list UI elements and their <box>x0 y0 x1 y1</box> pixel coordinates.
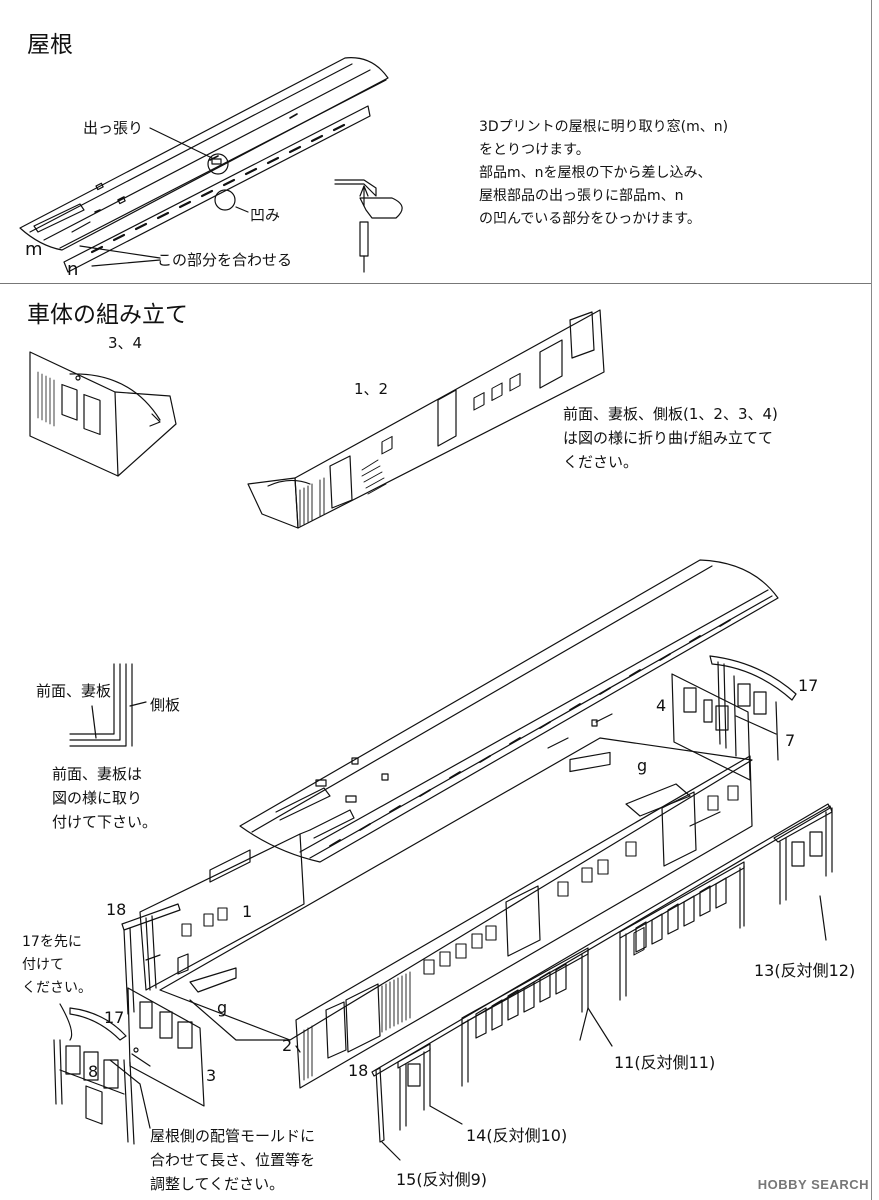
label-parts-3-4: 3、4 <box>108 334 143 352</box>
note-17-first: 17を先に 付けて ください。 <box>22 931 92 1000</box>
roof-desc-line: をとりつけます。 <box>479 142 590 158</box>
note-17-line: 17を先に <box>22 934 82 950</box>
note-17-line: ください。 <box>22 980 92 996</box>
inset-front-label: 前面、妻板 <box>36 682 112 700</box>
label-align: この部分を合わせる <box>157 251 293 269</box>
part-label-1: 1 <box>242 902 253 921</box>
parts-1-2-drawing <box>247 309 605 529</box>
part-label-g-left: g <box>217 998 228 1017</box>
right-margin-line <box>871 0 872 1200</box>
body-desc-line: 前面、妻板、側板(1、2、3、4) <box>563 405 778 423</box>
inset-side-label: 側板 <box>150 696 181 714</box>
label-projection: 出っ張り <box>83 119 144 137</box>
note-pipe-line: 調整してください。 <box>150 1175 285 1193</box>
inset-note: 前面、妻板は 図の様に取り 付けて下さい。 <box>52 762 157 834</box>
parts-3-4-drawing <box>29 351 177 477</box>
part-label-11: 11(反対側11) <box>614 1053 716 1072</box>
section-divider <box>0 283 871 284</box>
inset-note-line: 図の様に取り <box>52 789 143 807</box>
roof-piece-drawing <box>19 57 389 273</box>
note-pipe-line: 屋根側の配管モールドに <box>150 1127 316 1145</box>
roof-desc-line: 屋根部品の出っ張りに部品m、n <box>479 188 684 204</box>
label-parts-1-2: 1、2 <box>354 380 389 398</box>
roof-desc-line: の凹んでいる部分をひっかけます。 <box>479 211 701 227</box>
part-label-2: 2 <box>282 1036 293 1055</box>
part-label-13: 13(反対側12) <box>754 961 856 980</box>
corner-inset-drawing <box>69 663 147 747</box>
part-label-14: 14(反対側10) <box>466 1126 568 1145</box>
note-pipe-line: 合わせて長さ、位置等を <box>150 1151 316 1169</box>
label-recess: 凹み <box>250 206 281 224</box>
note-pipe: 屋根側の配管モールドに 合わせて長さ、位置等を 調整してください。 <box>150 1124 315 1196</box>
part-label-17-right: 17 <box>798 676 819 695</box>
part-label-18-left: 18 <box>106 900 127 919</box>
roof-desc-line: 部品m、nを屋根の下から差し込み、 <box>479 165 712 181</box>
part-label-n: n <box>67 259 79 280</box>
part-label-4: 4 <box>656 696 667 715</box>
roof-description: 3Dプリントの屋根に明り取り窓(m、n) をとりつけます。 部品m、nを屋根の下… <box>479 116 728 231</box>
body-desc-line: ください。 <box>563 453 639 471</box>
part-label-7: 7 <box>785 731 796 750</box>
watermark-logo: HOBBY SEARCH <box>757 1177 869 1192</box>
part-label-3: 3 <box>206 1066 217 1085</box>
hook-detail-drawing <box>334 179 403 273</box>
part-label-m: m <box>25 239 43 260</box>
body-desc-line: は図の様に折り曲げ組み立てて <box>563 429 774 447</box>
roof-section-title: 屋根 <box>27 32 73 58</box>
note-17-line: 付けて <box>22 957 64 973</box>
car-body-drawing <box>53 559 833 1161</box>
body-section-title: 車体の組み立て <box>27 302 188 328</box>
part-label-18-right: 18 <box>348 1061 369 1080</box>
body-description: 前面、妻板、側板(1、2、3、4) は図の様に折り曲げ組み立てて ください。 <box>563 402 778 474</box>
part-label-g-right: g <box>637 756 648 775</box>
inset-note-line: 付けて下さい。 <box>52 813 158 831</box>
part-label-8: 8 <box>88 1062 99 1081</box>
part-label-15: 15(反対側9) <box>396 1170 488 1189</box>
roof-desc-line: 3Dプリントの屋根に明り取り窓(m、n) <box>479 119 729 135</box>
part-label-17-left: 17 <box>104 1008 125 1027</box>
inset-note-line: 前面、妻板は <box>52 765 143 783</box>
